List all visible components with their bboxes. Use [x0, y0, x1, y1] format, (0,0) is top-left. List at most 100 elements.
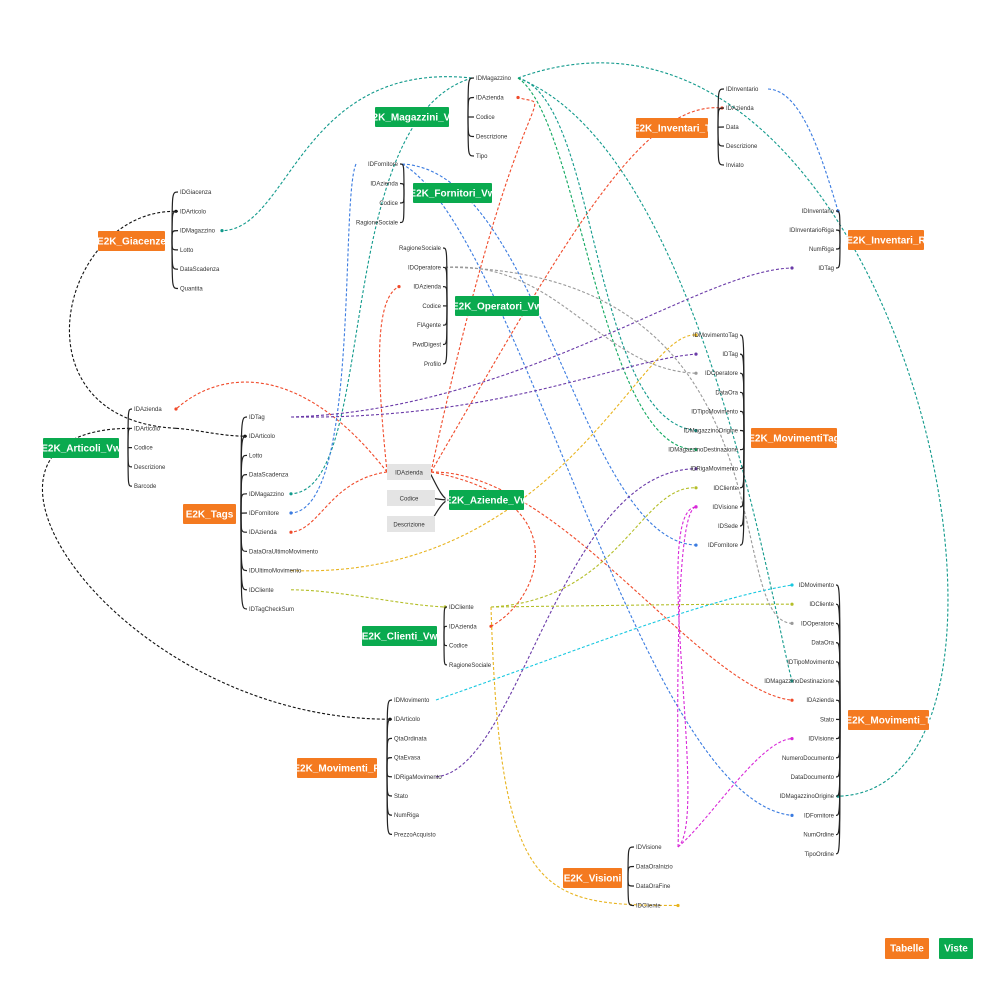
- entity-link-dataorainizio: [627, 865, 635, 879]
- entity-node-aziende[interactable]: E2K_Aziende_Vw: [445, 490, 529, 510]
- field-label: NumOrdine: [803, 833, 834, 839]
- field-label: DataScadenza: [249, 473, 289, 479]
- legend-views[interactable]: Viste: [939, 938, 973, 959]
- field-codice: Codice: [476, 115, 495, 121]
- entity-link-descrizione: [717, 127, 725, 147]
- edge-endpoint: [694, 467, 698, 471]
- entity-node-articoli[interactable]: E2K_Articoli_Vw: [41, 438, 121, 458]
- field-codice: Codice: [379, 201, 398, 207]
- legend-tables[interactable]: Tabelle: [885, 938, 929, 959]
- field-stato: Stato: [820, 717, 835, 723]
- entity-name: E2K_Inventari_T: [633, 124, 711, 135]
- entity-node-visioni[interactable]: E2K_Visioni: [563, 868, 622, 888]
- entity-visioni: E2K_VisioniIDVisioneDataOraInizioDataOra…: [563, 845, 673, 910]
- field-label: IDMagazzinoDestinazione: [764, 679, 834, 685]
- entity-node-movtag[interactable]: E2K_MovimentiTag: [748, 428, 840, 448]
- field-idmovimento: IDMovimento: [394, 698, 430, 704]
- field-label: Inviato: [726, 163, 744, 169]
- field-datascadenza: DataScadenza: [180, 267, 220, 273]
- entity-tags: E2K_TagsIDTagIDArticoloLottoDataScadenza…: [183, 415, 319, 613]
- entity-node-fornitori[interactable]: E2K_Fornitori_Vw: [409, 183, 496, 203]
- field-idazienda: IDAzienda: [134, 407, 162, 413]
- relationship-edge: [401, 163, 793, 816]
- entity-link-quantita: [171, 240, 179, 290]
- field-label: DataOra: [811, 641, 834, 647]
- entity-link-idtagchecksum: [240, 513, 248, 610]
- entity-name: E2K_Movimenti_R: [293, 764, 381, 775]
- entity-node-operatori[interactable]: E2K_Operatori_Vw: [452, 296, 542, 316]
- field-label: RagioneSociale: [449, 663, 492, 669]
- entity-articoli: E2K_Articoli_VwIDAziendaIDArticoloCodice…: [41, 407, 166, 490]
- entity-link-inviato: [717, 127, 725, 166]
- field-label: DataDocumento: [791, 775, 835, 781]
- field-label: IDUltimoMovimento: [249, 569, 302, 575]
- entity-link-idtag: [835, 239, 841, 269]
- entity-node-magazzini[interactable]: E2K_Magazzini_Vw: [366, 107, 458, 127]
- relationship-edge: [444, 266, 793, 624]
- field-idcliente: IDCliente: [449, 605, 474, 611]
- field-idazienda: IDAzienda: [413, 285, 441, 291]
- edge-endpoint: [289, 530, 293, 534]
- entity-node-movimenti_t[interactable]: E2K_Movimenti_T: [845, 710, 932, 730]
- field-qtaevasa: QtaEvasa: [394, 756, 421, 762]
- entity-inventari_t: E2K_Inventari_TIDInventarioIDAziendaData…: [633, 87, 759, 169]
- field-idrigamovimento: IDRigaMovimento: [690, 467, 738, 473]
- entity-link-idmagazzino: [171, 230, 179, 242]
- entity-node-inventari_t[interactable]: E2K_Inventari_T: [633, 118, 711, 138]
- relationship-edge: [517, 77, 793, 682]
- entity-node-tags[interactable]: E2K_Tags: [183, 504, 236, 524]
- entity-node-clienti[interactable]: E2K_Clienti_Vw: [362, 626, 438, 646]
- field-label: IDAzienda: [249, 530, 277, 536]
- edge-endpoint: [790, 621, 794, 626]
- field-idarticolo: IDArticolo: [394, 717, 421, 723]
- field-idfornitore: IDFornitore: [249, 511, 280, 517]
- field-idoperatore: IDOperatore: [705, 371, 739, 377]
- edge-endpoint: [694, 486, 698, 490]
- entity-link-idazienda: [717, 107, 725, 129]
- entity-movtag: E2K_MovimentiTagIDMovimentoTagIDTagIDOpe…: [668, 333, 839, 549]
- edge-endpoint: [694, 448, 698, 452]
- field-label: IDMagazzinoOrigine: [684, 429, 739, 435]
- field-idmagazzinodestinazione: IDMagazzinoDestinazione: [668, 448, 738, 454]
- entity-movimenti_r: E2K_Movimenti_RIDMovimentoIDArticoloQtaO…: [293, 698, 442, 838]
- relationship-edge: [401, 163, 697, 546]
- edge-endpoint: [220, 229, 224, 233]
- edge-endpoint: [489, 624, 493, 628]
- entity-link-stato: [386, 767, 393, 797]
- entity-link-idazienda: [835, 699, 841, 721]
- edge-endpoint: [516, 95, 520, 100]
- entity-node-giacenze[interactable]: E2K_Giacenze: [97, 231, 166, 251]
- entity-node-box: [848, 710, 929, 730]
- field-descrizione: Descrizione: [476, 135, 508, 141]
- entity-link-idmagazzinoorigine: [739, 429, 745, 439]
- entity-node-box: [455, 296, 539, 316]
- field-label: DataOraUltimoMovimento: [249, 549, 319, 555]
- field-label: IDMagazzino: [476, 76, 512, 82]
- relationship-edge: [490, 487, 697, 608]
- entity-link-idfornitore: [739, 437, 745, 546]
- field-idcliente: IDCliente: [249, 588, 274, 594]
- edge-endpoint: [289, 492, 293, 496]
- entity-node-inventari_r[interactable]: E2K_Inventari_R: [846, 230, 927, 250]
- relationship-edge: [290, 77, 473, 495]
- relationship-edge: [677, 738, 793, 848]
- edge-endpoint: [694, 505, 698, 509]
- field-idrigamovimento: IDRigaMovimento: [394, 775, 442, 781]
- field-label: IDOperatore: [408, 265, 442, 271]
- field-dataoraultimomovimento: DataOraUltimoMovimento: [249, 549, 319, 555]
- relationship-edge: [430, 471, 536, 627]
- field-idazienda: IDAzienda: [449, 624, 477, 630]
- field-label: DataOraInizio: [636, 865, 673, 871]
- entity-node-movimenti_r[interactable]: E2K_Movimenti_R: [293, 758, 381, 778]
- field-label: IDMagazzinoDestinazione: [668, 448, 738, 454]
- field-numordine: NumOrdine: [803, 833, 834, 839]
- edge-endpoint: [289, 511, 293, 515]
- field-idvisione: IDVisione: [636, 845, 662, 851]
- entity-magazzini: E2K_Magazzini_VwIDMagazzinoIDAziendaCodi…: [366, 76, 512, 160]
- entity-node-box: [362, 626, 437, 646]
- relationship-edge: [290, 267, 793, 418]
- field-label: IDAzienda: [449, 624, 477, 630]
- field-idmovimento: IDMovimento: [799, 583, 835, 589]
- field-label: RagioneSociale: [356, 221, 399, 227]
